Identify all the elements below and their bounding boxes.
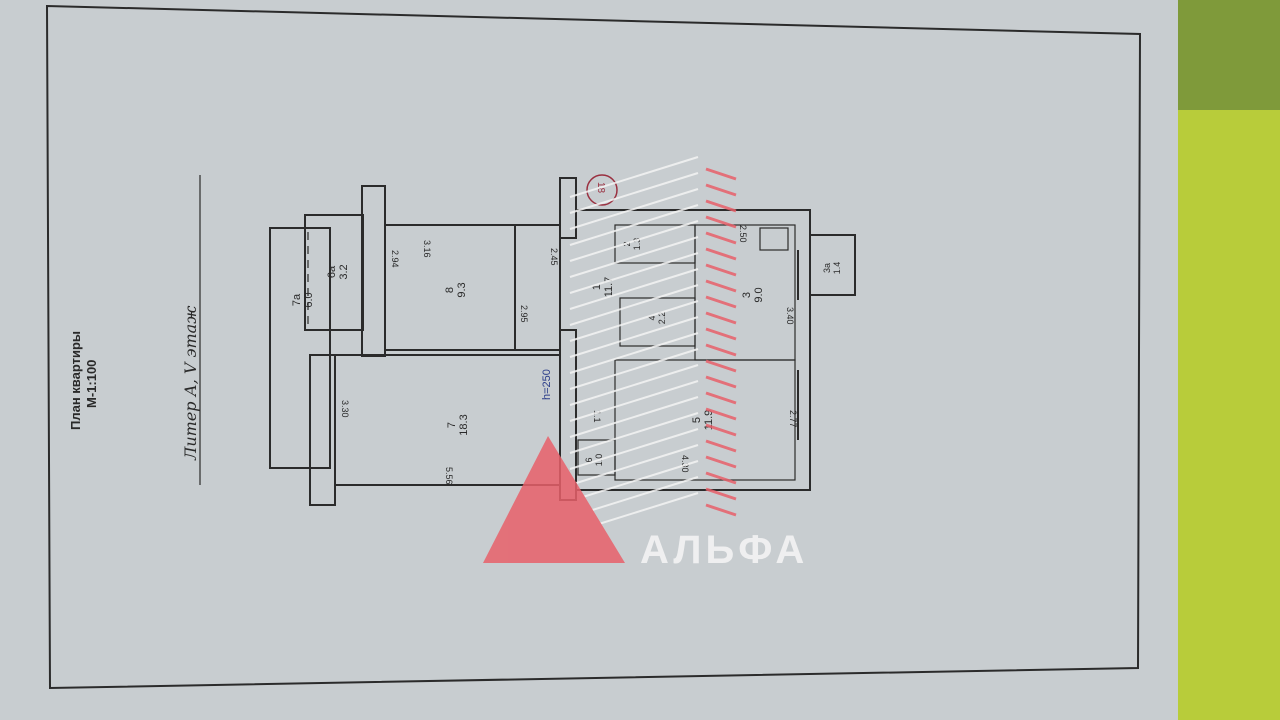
watermark-stripe — [569, 188, 699, 230]
watermark-stripe — [569, 348, 699, 390]
watermark-stripe — [569, 316, 699, 358]
watermark-stripe — [569, 252, 699, 294]
room-number: 7 — [446, 422, 458, 428]
watermark-dash — [705, 231, 737, 245]
watermark-dash — [705, 439, 737, 453]
watermark-stripe — [569, 444, 699, 486]
watermark-stripe — [569, 460, 699, 502]
paper-sheet — [0, 0, 1180, 720]
dimension: 2.77 — [788, 410, 798, 428]
outer-wall — [576, 209, 811, 491]
dimension-labels: 3.16 2.94 2.95 3.30 5.56 2.45 2.50 3.40 … — [340, 225, 798, 485]
title-block: План квартиры М-1:100 — [68, 331, 99, 430]
watermark-dash — [705, 503, 737, 517]
room-number: 6а — [326, 265, 338, 278]
room-area: 9.3 — [456, 282, 468, 297]
room-number: 6 — [584, 457, 594, 462]
watermark-dash — [705, 311, 737, 325]
watermark-stripe — [569, 236, 699, 278]
watermark-stripe — [569, 172, 699, 214]
page-frame — [45, 4, 1142, 690]
watermark-dash — [705, 279, 737, 293]
watermark: АЛЬФА — [483, 156, 808, 572]
room-area: 3.2 — [338, 264, 350, 279]
watermark-dash — [705, 199, 737, 213]
watermark-dash — [705, 359, 737, 373]
dimension: 2.95 — [519, 305, 529, 323]
dimension: 3.16 — [422, 240, 432, 258]
stamp-circle — [586, 174, 618, 206]
watermark-dash — [705, 167, 737, 181]
ceiling-height: h=250 — [541, 369, 553, 400]
watermark-dash — [705, 407, 737, 421]
room-number: 7а — [291, 293, 303, 306]
watermark-stripe — [569, 204, 699, 246]
watermark-stripe — [569, 396, 699, 438]
watermark-dash — [705, 343, 737, 357]
watermark-dash — [705, 215, 737, 229]
dimension: 2.94 — [390, 250, 400, 268]
dimension: 2.50 — [738, 225, 748, 243]
room-area: 2.2 — [657, 312, 667, 325]
subtitle-block: Литер А, V этаж — [181, 305, 200, 461]
dimension: 2.45 — [549, 248, 559, 266]
room-number: 5 — [691, 417, 703, 423]
watermark-stripe — [569, 300, 699, 342]
watermark-dash — [705, 375, 737, 389]
stove-icon — [759, 227, 789, 251]
watermark-dash — [705, 455, 737, 469]
watermark-dash — [705, 487, 737, 501]
room-3a-outline — [809, 234, 856, 296]
room-area: 1.3 — [632, 238, 642, 251]
room-number: 3а — [822, 263, 832, 273]
plan-walls — [269, 177, 856, 506]
watermark-stripe — [569, 268, 699, 310]
watermark-text: АЛЬФА — [640, 528, 808, 572]
watermark-dash — [705, 263, 737, 277]
room-number: 3 — [741, 292, 753, 298]
watermark-logo-triangle — [483, 436, 625, 563]
plan-scale: М-1:100 — [84, 360, 99, 408]
room-area: 9.0 — [753, 287, 765, 302]
plan-subtitle: Литер А, V этаж — [181, 305, 200, 461]
watermark-stripe — [569, 364, 699, 406]
background-fabric — [1178, 0, 1280, 720]
watermark-dash — [705, 327, 737, 341]
watermark-dash — [705, 247, 737, 261]
watermark-dash — [705, 471, 737, 485]
room-number: 4 — [647, 315, 657, 320]
room-7a-outline — [269, 227, 331, 469]
dimension: 3.40 — [785, 307, 795, 325]
room-5-outline — [614, 359, 796, 481]
dimension: 5.56 — [444, 467, 454, 485]
room-area: 1.4 — [832, 262, 842, 275]
watermark-stripe — [569, 380, 699, 422]
room-area: 18.3 — [458, 414, 470, 435]
room-number: 8 — [444, 287, 456, 293]
watermark-stripe — [569, 428, 699, 470]
watermark-stripe — [569, 412, 699, 454]
room-area: 6.0 — [303, 292, 315, 307]
watermark-dash — [705, 295, 737, 309]
plan-title: План квартиры — [68, 331, 83, 430]
fabric-shadow — [1178, 0, 1280, 110]
room-6-outline — [577, 439, 616, 476]
watermark-stripe — [569, 156, 699, 198]
watermark-dash — [705, 183, 737, 197]
watermark-dash — [705, 423, 737, 437]
dimension: 1.1 — [592, 410, 602, 423]
watermark-stripe — [569, 332, 699, 374]
room-number: 1 — [591, 284, 603, 290]
watermark-stripe — [569, 284, 699, 326]
dimension: 4.30 — [680, 455, 690, 473]
watermark-dash — [705, 391, 737, 405]
watermark-stripe — [569, 220, 699, 262]
corridor-outline — [514, 224, 561, 351]
dimension: 3.30 — [340, 400, 350, 418]
